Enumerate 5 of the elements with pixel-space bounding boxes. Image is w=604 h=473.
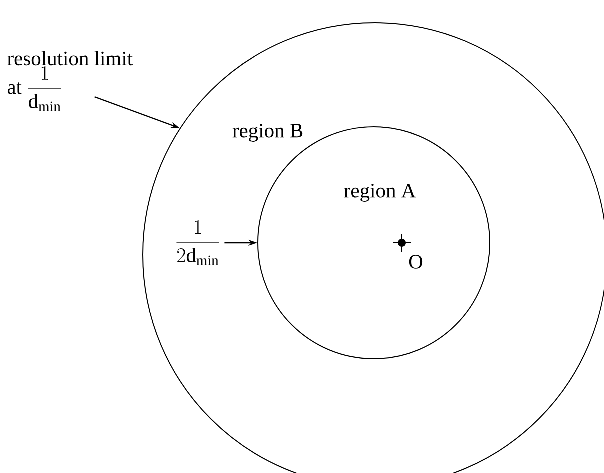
region-label: region B: [232, 124, 303, 142]
leader-text: $\frac{1}{2\mathrm{d}_{\mathrm{min}}}$: [176, 220, 220, 266]
region-label: region A: [344, 184, 416, 202]
origin-label: O: [409, 255, 423, 269]
leader-text: resolution limit at $\frac{1}{\mathrm{d}_{\mathrm{min}}}$: [8, 51, 133, 112]
